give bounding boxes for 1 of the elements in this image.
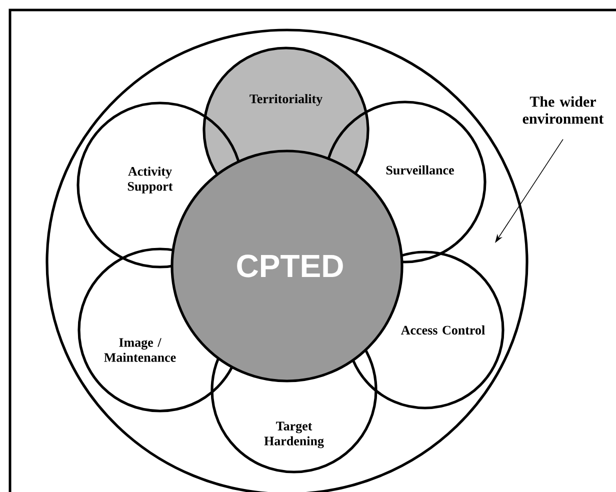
- annotation-text: The wider environment: [522, 96, 604, 124]
